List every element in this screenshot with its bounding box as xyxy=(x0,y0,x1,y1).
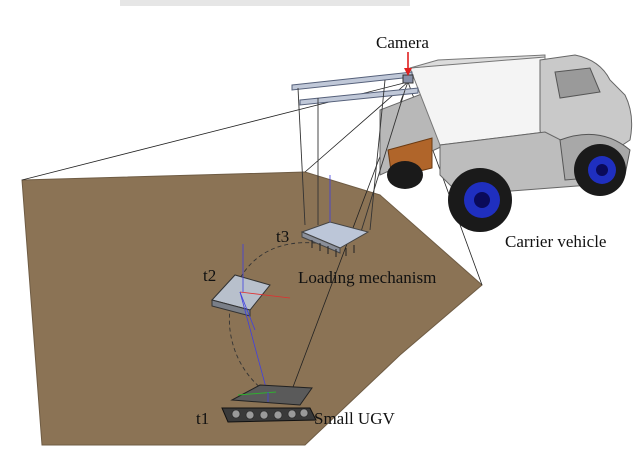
small-ugv-label: Small UGV xyxy=(314,409,395,428)
carrier-vehicle-label: Carrier vehicle xyxy=(505,232,606,251)
suspension-cables xyxy=(297,79,406,236)
camera-marker xyxy=(402,52,414,84)
ugv-t2 xyxy=(211,244,291,396)
trajectory-arc xyxy=(228,242,331,396)
loading-rails xyxy=(291,71,419,106)
camera-label: Camera xyxy=(376,33,429,52)
wheel-front-left xyxy=(574,144,626,196)
cropped-header-text xyxy=(120,0,410,6)
t3-label: t3 xyxy=(276,227,289,246)
t1-label: t1 xyxy=(196,409,209,428)
ground-plane xyxy=(21,171,483,446)
ugv-t1 xyxy=(221,384,317,423)
camera-icon xyxy=(402,74,414,84)
t2-label: t2 xyxy=(203,266,216,285)
wheel-rear-left xyxy=(448,168,512,232)
carrier-vehicle xyxy=(379,54,633,232)
wheel-rear-right xyxy=(387,161,423,189)
loading-mechanism-label: Loading mechanism xyxy=(298,268,436,287)
ugv-t3 xyxy=(300,175,370,257)
